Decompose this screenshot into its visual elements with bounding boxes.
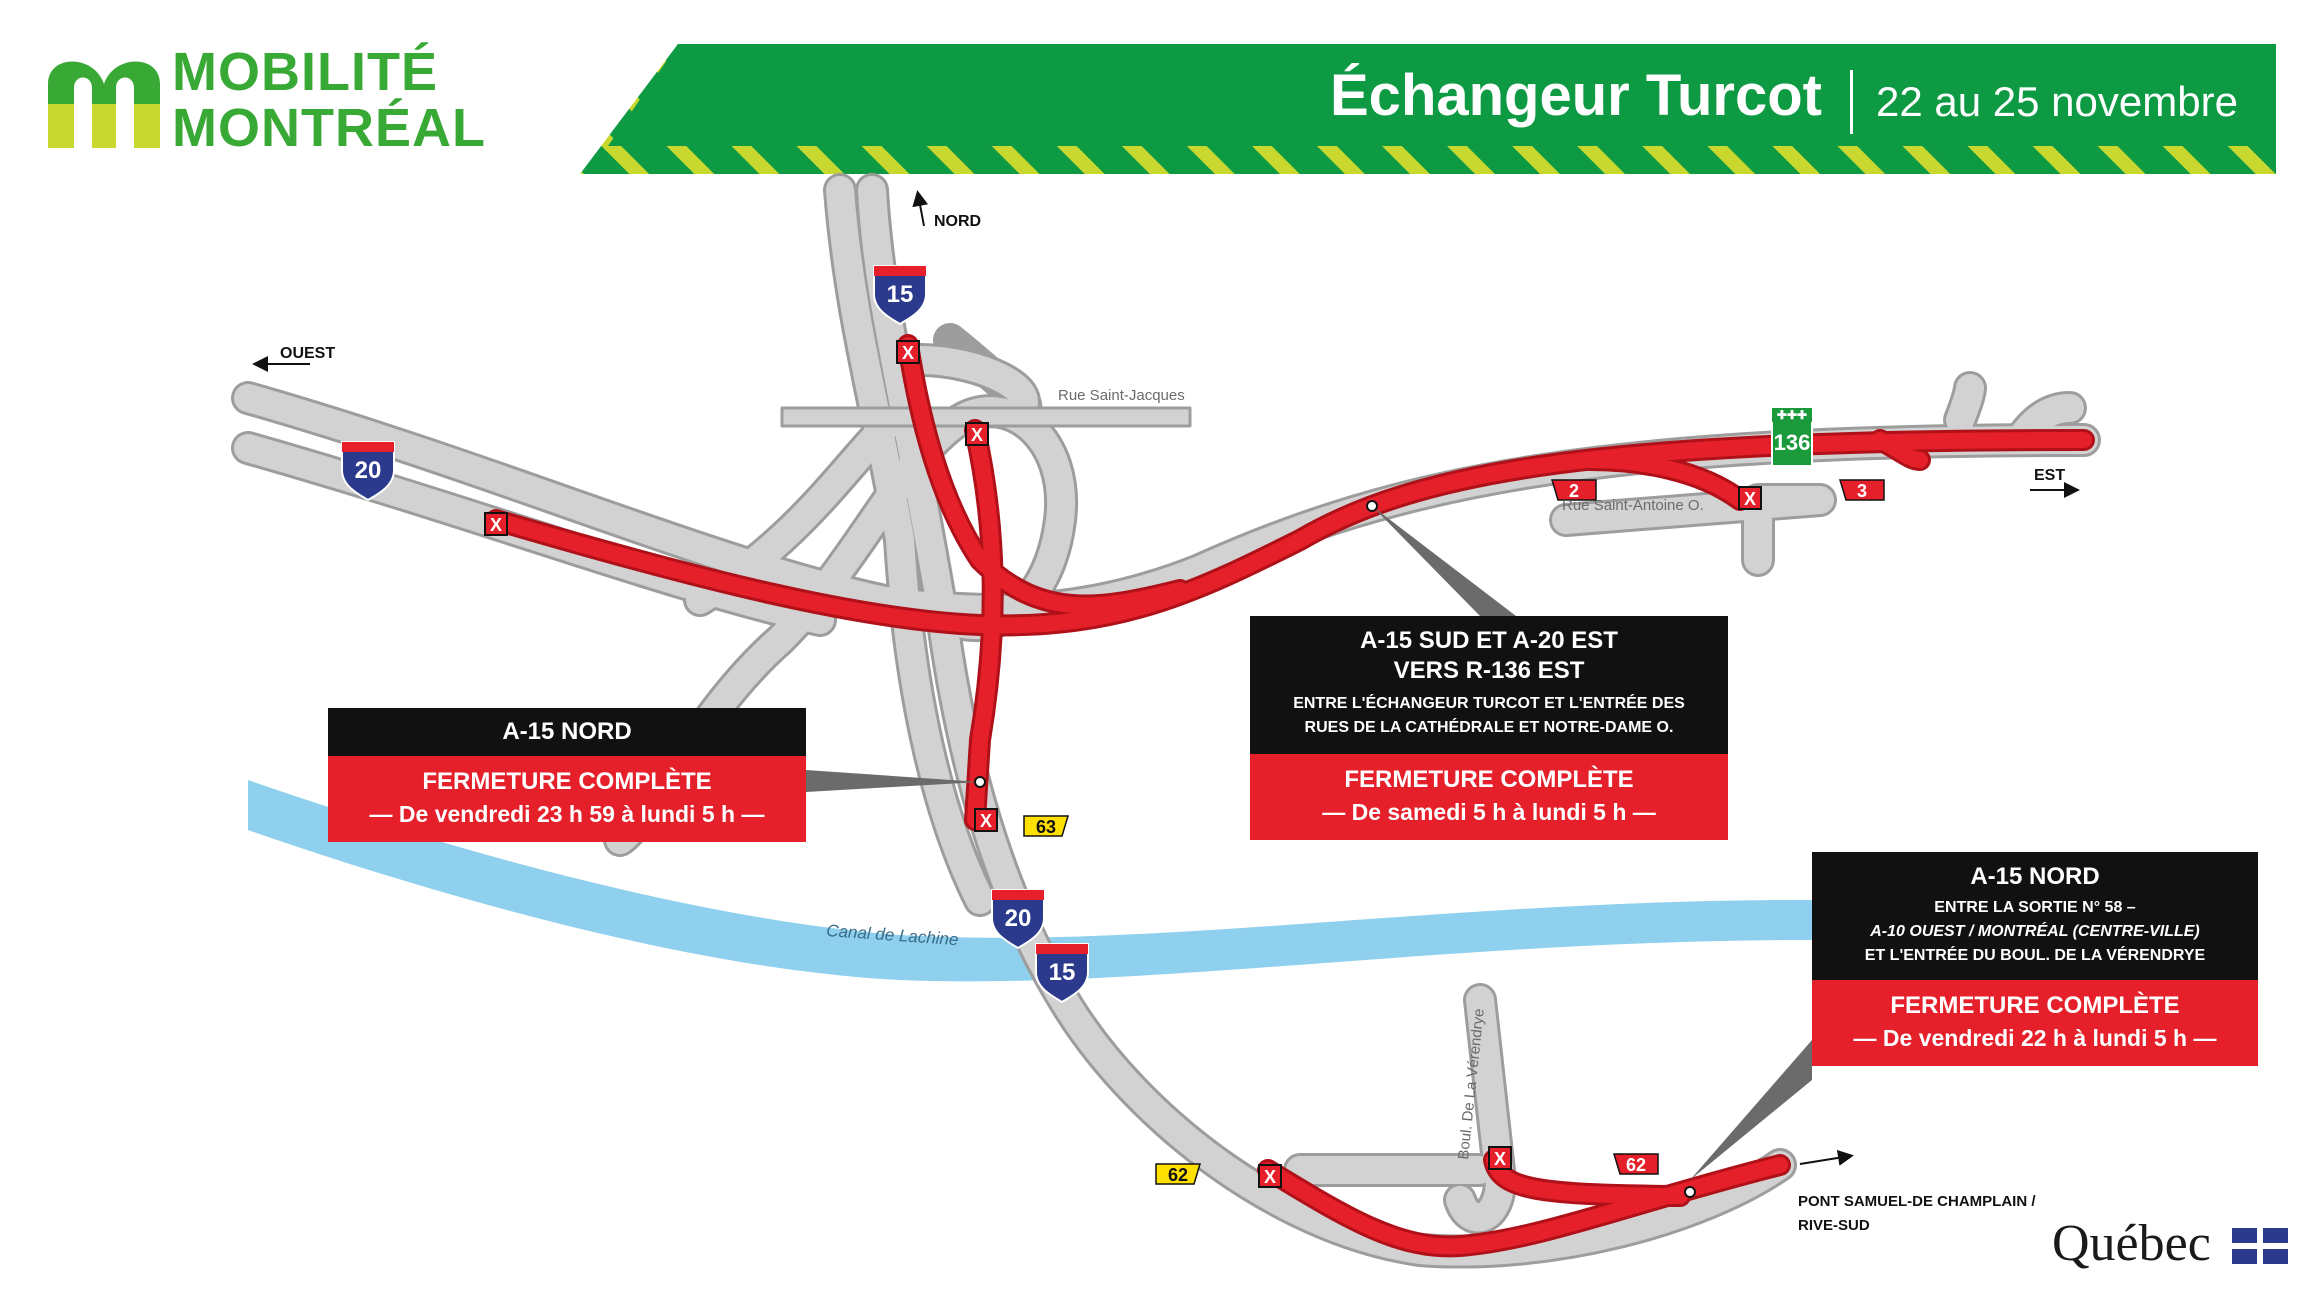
callout-a15-nord: A-15 NORD FERMETURE COMPLÈTE — De vendre… [328,708,806,842]
callout-status: FERMETURE COMPLÈTE [1344,766,1634,793]
callout-status: FERMETURE COMPLÈTE [422,768,712,795]
banner-divider [1850,70,1853,134]
closure-markers: X X X X X X X [484,340,1762,1188]
mobilite-montreal-logo [48,61,160,148]
callout-desc: ENTRE LA SORTIE N° 58 – [1934,899,2136,916]
svg-text:136: 136 [1774,430,1811,455]
svg-text:62: 62 [1168,1165,1188,1185]
a15-shield-icon: 15 [873,265,927,326]
a15-shield-icon: 15 [1035,943,1089,1004]
pont-label: PONT SAMUEL-DE CHAMPLAIN / [1798,1193,2036,1210]
callout-title: A-15 SUD ET A-20 EST [1360,627,1618,654]
callout-pointers [806,500,1812,1198]
quebec-flag-icon [2232,1228,2288,1264]
svg-text:X: X [1744,489,1756,509]
callout-subtitle: VERS R-136 EST [1393,657,1585,684]
closure-x-icon: X [1258,1164,1282,1188]
svg-text:62: 62 [1626,1155,1646,1175]
canal-de-lachine [248,780,1812,982]
svg-text:X: X [1494,1149,1506,1169]
svg-text:X: X [1264,1167,1276,1187]
svg-text:15: 15 [887,281,914,308]
svg-text:15: 15 [1049,959,1076,986]
rue-saint-jacques-label: Rue Saint-Jacques [1058,387,1185,404]
r136-shield-icon: ✚✚✚ 136 [1771,407,1813,467]
svg-text:2: 2 [1569,481,1579,501]
quebec-signature: Québec [2052,1215,2211,1272]
svg-text:3: 3 [1857,481,1867,501]
east-label: EST [2034,467,2065,484]
callout-title: A-15 NORD [328,708,806,756]
callout-a15-sud-a20-est: A-15 SUD ET A-20 EST VERS R-136 EST ENTR… [1250,616,1728,840]
north-label: NORD [934,213,981,230]
callout-a15-nord-sortie58: A-15 NORD ENTRE LA SORTIE N° 58 – A-10 O… [1812,852,2258,1066]
closure-x-icon: X [965,422,989,446]
exit-62-badge: 62 [1155,1163,1202,1185]
closure-x-icon: X [974,808,998,832]
banner-date: 22 au 25 novembre [1876,78,2238,125]
brand-wordmark: MOBILITÉ MONTRÉAL [172,44,486,156]
callout-desc: ENTRE L'ÉCHANGEUR TURCOT ET L'ENTRÉE DES [1293,695,1685,712]
compass: NORD OUEST EST [252,190,2080,1166]
exit-3-badge: 3 [1838,479,1885,501]
brand-line1: MOBILITÉ [172,42,438,102]
a20-shield-icon: 20 [341,441,395,502]
rive-sud-label: RIVE-SUD [1798,1217,1870,1234]
exit-2-badge: 2 [1550,479,1597,501]
callout-period: — De vendredi 22 h à lundi 5 h — [1853,1025,2217,1051]
svg-text:63: 63 [1036,817,1056,837]
svg-text:X: X [980,811,992,831]
callout-period: — De samedi 5 h à lundi 5 h — [1322,799,1656,825]
closure-x-icon: X [896,340,920,364]
callout-status: FERMETURE COMPLÈTE [1890,992,2180,1019]
svg-text:✚✚✚: ✚✚✚ [1777,408,1807,422]
banner-title: Échangeur Turcot [1330,63,1822,128]
callout-desc: A-10 OUEST / MONTRÉAL (CENTRE-VILLE) [1870,923,2200,940]
svg-text:X: X [490,515,502,535]
exit-62-badge: 62 [1612,1153,1659,1175]
callout-period: — De vendredi 23 h 59 à lundi 5 h — [369,801,765,827]
closure-x-icon: X [1738,486,1762,510]
svg-text:20: 20 [355,457,382,484]
closure-x-icon: X [1488,1146,1512,1170]
a20-shield-icon: 20 [991,889,1045,950]
west-label: OUEST [280,345,335,362]
svg-text:20: 20 [1005,905,1032,932]
svg-text:X: X [971,425,983,445]
rue-saint-antoine-label: Rue Saint-Antoine O. [1562,497,1704,514]
callout-desc: ET L'ENTRÉE DU BOUL. DE LA VÉRENDRYE [1864,947,2206,964]
exit-63-badge: 63 [1023,815,1070,837]
callout-title: A-15 NORD [1970,863,2100,890]
closed-segments [485,334,2095,1258]
brand-line2: MONTRÉAL [172,98,486,158]
svg-text:X: X [902,343,914,363]
callout-desc: RUES DE LA CATHÉDRALE ET NOTRE-DAME O. [1304,719,1674,736]
closure-x-icon: X [484,512,508,536]
